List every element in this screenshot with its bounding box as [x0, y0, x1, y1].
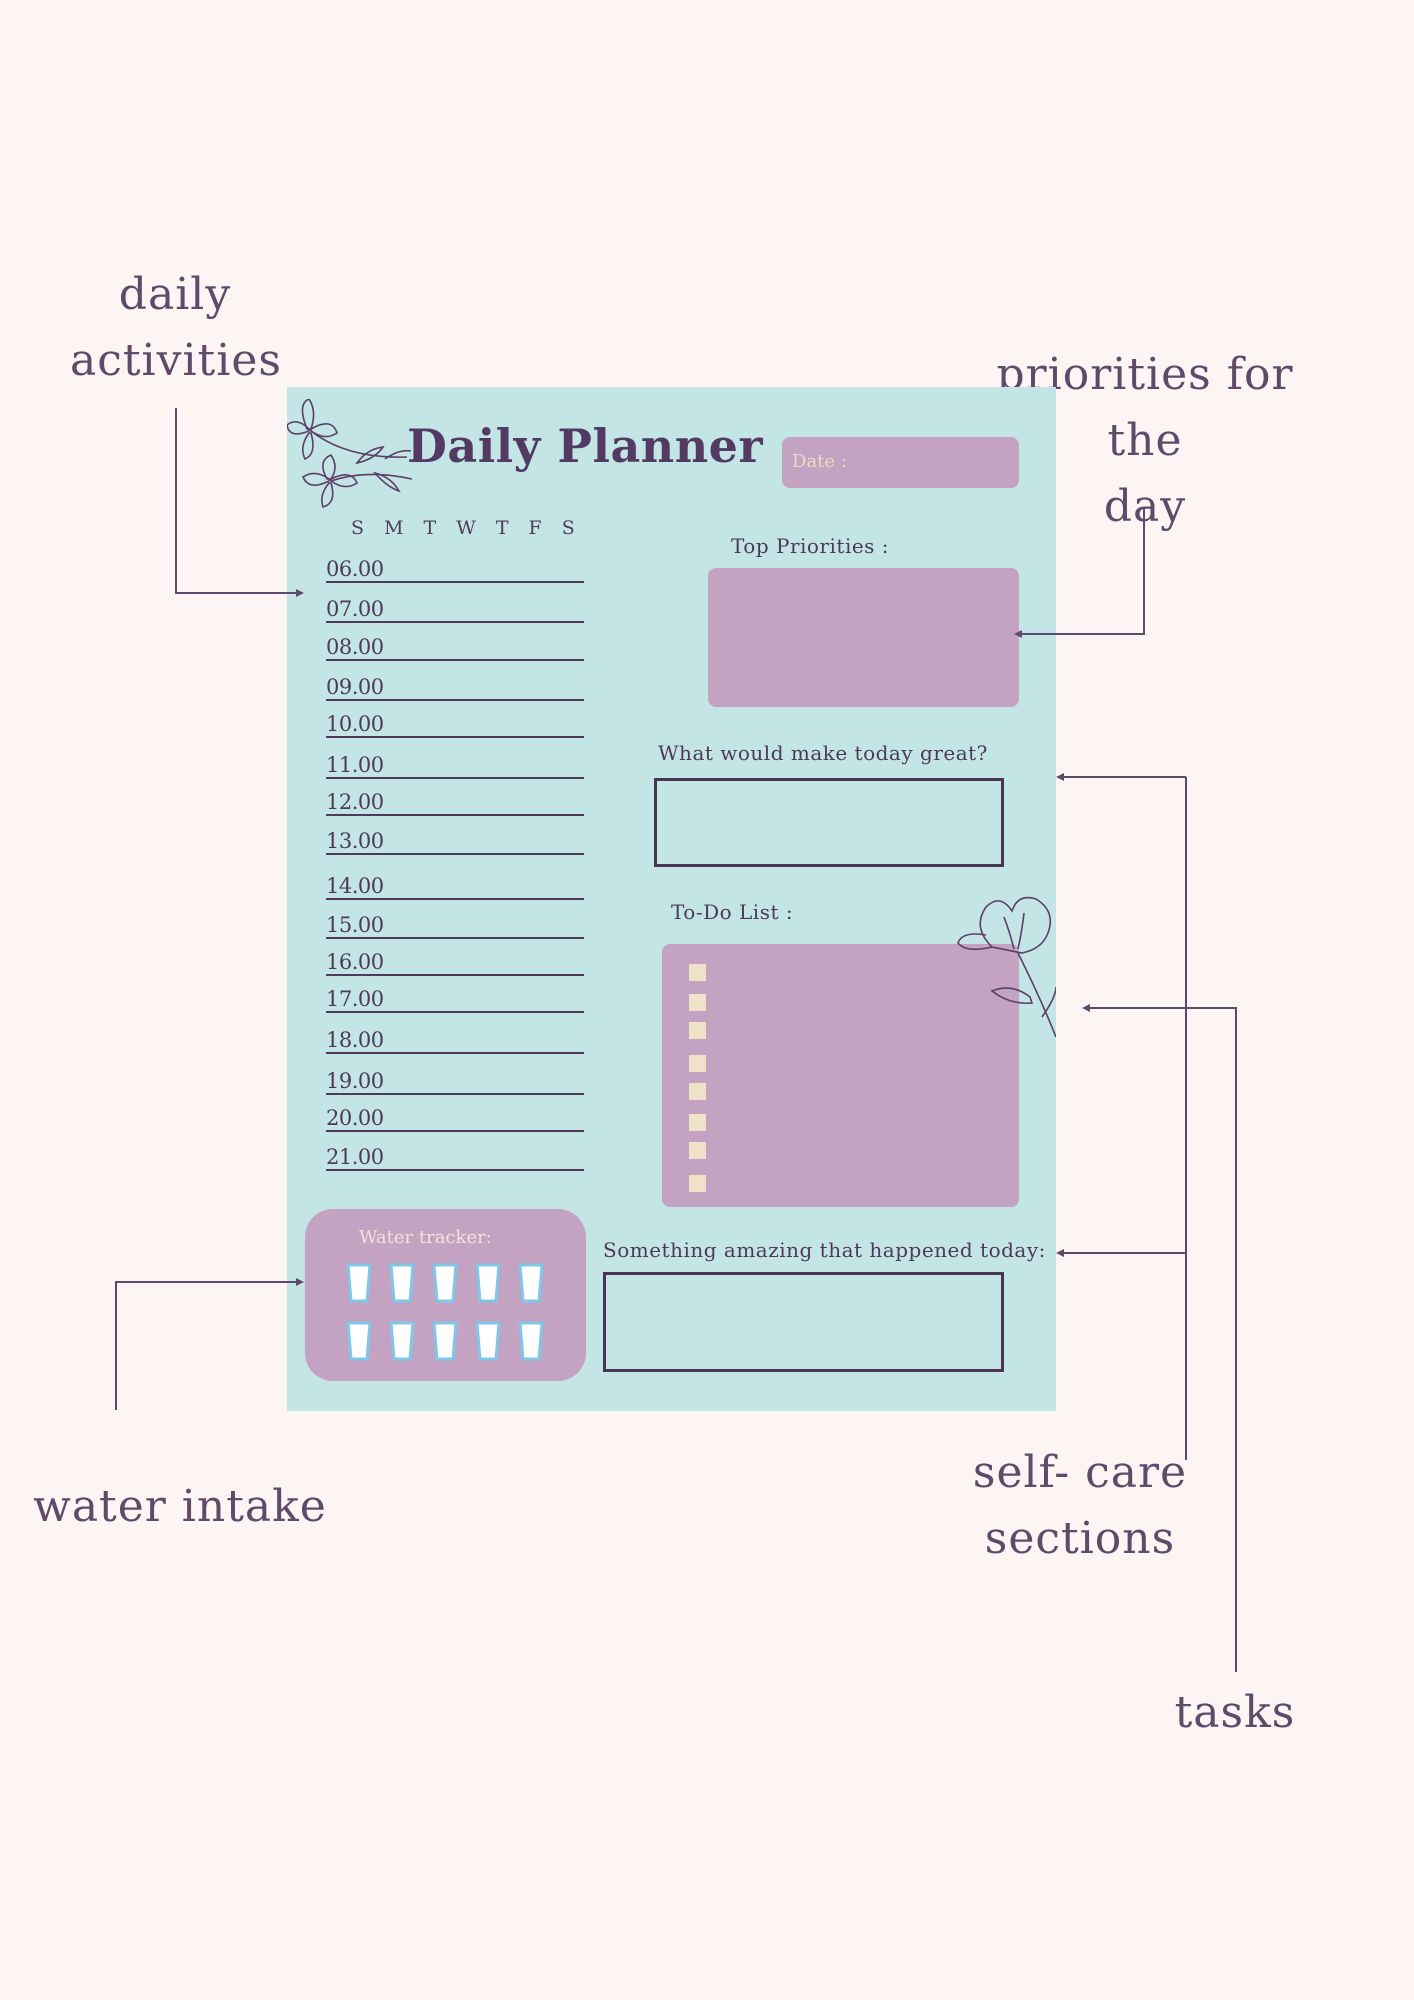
water-glass-icon[interactable] — [346, 1321, 372, 1361]
time-slot-1800[interactable]: 18.00 — [326, 1028, 584, 1054]
water-glass-icon[interactable] — [518, 1321, 544, 1361]
great-box[interactable] — [654, 778, 1004, 867]
time-slot-1200[interactable]: 12.00 — [326, 790, 584, 816]
todo-checkbox[interactable] — [689, 994, 706, 1011]
water-glass-icon[interactable] — [389, 1263, 415, 1303]
water-glass-icon[interactable] — [432, 1263, 458, 1303]
time-slot-1600[interactable]: 16.00 — [326, 950, 584, 976]
todo-checkbox[interactable] — [689, 964, 706, 981]
annotation-self-care: self- care sections — [950, 1440, 1210, 1572]
time-label: 21.00 — [326, 1145, 384, 1169]
annotation-daily-line-1: daily — [118, 269, 232, 320]
time-label: 08.00 — [326, 635, 384, 659]
date-label: Date : — [792, 451, 847, 472]
todo-label: To-Do List : — [671, 900, 794, 924]
time-slot-1700[interactable]: 17.00 — [326, 987, 584, 1013]
todo-checkbox[interactable] — [689, 1022, 706, 1039]
water-glass-icon[interactable] — [389, 1321, 415, 1361]
water-glass-icon[interactable] — [475, 1263, 501, 1303]
annotation-water-intake: water intake — [33, 1481, 327, 1532]
amazing-box[interactable] — [603, 1272, 1004, 1372]
todo-checkbox[interactable] — [689, 1142, 706, 1159]
time-label: 11.00 — [326, 753, 384, 777]
time-slot-1100[interactable]: 11.00 — [326, 753, 584, 779]
connector-tasks — [1086, 1007, 1237, 1672]
time-slot-2100[interactable]: 21.00 — [326, 1145, 584, 1171]
annotation-daily-line-2: activities — [70, 335, 282, 386]
page-title: Daily Planner — [407, 419, 764, 473]
time-slot-0900[interactable]: 09.00 — [326, 675, 584, 701]
time-slot-1900[interactable]: 19.00 — [326, 1069, 584, 1095]
water-tracker-label: Water tracker: — [359, 1227, 492, 1248]
time-label: 15.00 — [326, 913, 384, 937]
flower-right-icon — [957, 896, 1056, 1038]
time-slot-0600[interactable]: 06.00 — [326, 557, 584, 583]
time-slot-1400[interactable]: 14.00 — [326, 874, 584, 900]
water-tracker: Water tracker: — [305, 1209, 586, 1381]
planner-sheet: Daily Planner Date : S M T W T F S 06.00… — [287, 387, 1056, 1411]
time-label: 12.00 — [326, 790, 384, 814]
time-label: 19.00 — [326, 1069, 384, 1093]
time-label: 07.00 — [326, 597, 384, 621]
time-label: 18.00 — [326, 1028, 384, 1052]
connector-water — [115, 1281, 300, 1410]
date-field[interactable]: Date : — [782, 437, 1019, 488]
time-label: 14.00 — [326, 874, 384, 898]
annotation-daily-activities: daily activities — [70, 262, 282, 394]
time-slot-1300[interactable]: 13.00 — [326, 829, 584, 855]
time-label: 20.00 — [326, 1106, 384, 1130]
time-label: 16.00 — [326, 950, 384, 974]
water-glass-icon[interactable] — [518, 1263, 544, 1303]
weekday-selector[interactable]: S M T W T F S — [351, 517, 582, 539]
time-slot-1500[interactable]: 15.00 — [326, 913, 584, 939]
time-label: 09.00 — [326, 675, 384, 699]
amazing-label: Something amazing that happened today: — [603, 1238, 1046, 1262]
time-label: 17.00 — [326, 987, 384, 1011]
water-glass-icon[interactable] — [475, 1321, 501, 1361]
time-label: 13.00 — [326, 829, 384, 853]
time-slot-0700[interactable]: 07.00 — [326, 597, 584, 623]
annotation-selfcare-line-2: sections — [984, 1513, 1176, 1564]
time-label: 10.00 — [326, 712, 384, 736]
flower-top-left-icon — [287, 399, 413, 508]
todo-list-box[interactable] — [662, 944, 1019, 1207]
todo-checkbox[interactable] — [689, 1175, 706, 1192]
time-slot-0800[interactable]: 08.00 — [326, 635, 584, 661]
annotation-selfcare-line-1: self- care — [972, 1447, 1188, 1498]
time-slot-2000[interactable]: 20.00 — [326, 1106, 584, 1132]
water-glass-icon[interactable] — [346, 1263, 372, 1303]
connector-daily-activities — [175, 408, 300, 594]
time-slot-1000[interactable]: 10.00 — [326, 712, 584, 738]
todo-checkbox[interactable] — [689, 1055, 706, 1072]
top-priorities-box[interactable] — [708, 568, 1019, 707]
water-glass-icon[interactable] — [432, 1321, 458, 1361]
annotation-tasks: tasks — [1174, 1687, 1296, 1738]
great-label: What would make today great? — [658, 741, 988, 765]
top-priorities-label: Top Priorities : — [731, 534, 890, 558]
todo-checkbox[interactable] — [689, 1114, 706, 1131]
time-label: 06.00 — [326, 557, 384, 581]
todo-checkbox[interactable] — [689, 1083, 706, 1100]
